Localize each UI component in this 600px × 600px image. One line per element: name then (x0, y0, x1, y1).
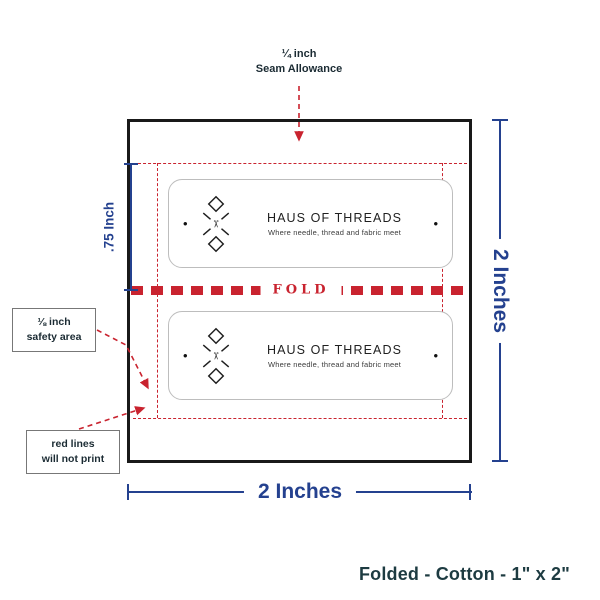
label-text-block: HAUS OF THREADS Where needle, thread and… (236, 211, 434, 237)
brand-tagline: Where needle, thread and fabric meet (267, 359, 402, 369)
seam-allowance-line2: Seam Allowance (255, 63, 343, 76)
scissors-icon: ✂ (209, 219, 220, 227)
label-text-block: HAUS OF THREADS Where needle, thread and… (236, 343, 434, 369)
seam-guide-top (133, 163, 467, 164)
label-height-dim-cap-bottom (124, 289, 138, 291)
brand-tagline: Where needle, thread and fabric meet (267, 227, 402, 237)
width-dim-text: 2 Inches (243, 480, 357, 504)
label-top: • ✂ HAUS OF THREADS Where needle, thread… (168, 179, 453, 268)
safety-area-line1: ⅛ inch (37, 316, 71, 328)
right-dot: • (433, 216, 438, 231)
label-bottom: • ✂ HAUS OF THREADS Where needle, thread… (168, 311, 453, 400)
height-dim-cap-bottom (492, 460, 508, 462)
scissors-icon: ✂ (209, 351, 220, 359)
no-print-line1: red lines (51, 438, 95, 450)
no-print-note: red lines will not print (26, 430, 120, 475)
width-dim-cap-right (469, 484, 471, 500)
safety-area-note: ⅛ inch safety area (12, 308, 96, 353)
label-height-dim-cap-top (124, 163, 138, 165)
diagram-title: Folded - Cotton - 1" x 2" (358, 564, 570, 584)
seam-allowance-line1: ¼ inch (281, 48, 317, 60)
fold-label: FOLD (260, 280, 342, 300)
safety-area-line2: safety area (26, 331, 82, 344)
width-dim-cap-left (127, 484, 129, 500)
left-dot: • (183, 216, 188, 231)
logo-motif-icon: ✂ (202, 327, 229, 384)
seam-guide-bottom (133, 418, 467, 419)
label-height-dim-line (130, 164, 132, 290)
brand-name: HAUS OF THREADS (266, 342, 403, 357)
right-dot: • (433, 348, 438, 363)
logo-motif-icon: ✂ (202, 195, 229, 252)
left-dot: • (183, 348, 188, 363)
no-print-line2: will not print (41, 453, 105, 466)
height-dim-text: 2 Inches (485, 238, 515, 344)
height-dim-cap-top (492, 119, 508, 121)
seam-allowance-note: ¼ inch Seam Allowance (256, 47, 342, 78)
label-height-dim-text: .75 Inch (101, 201, 117, 253)
brand-name: HAUS OF THREADS (266, 210, 403, 225)
